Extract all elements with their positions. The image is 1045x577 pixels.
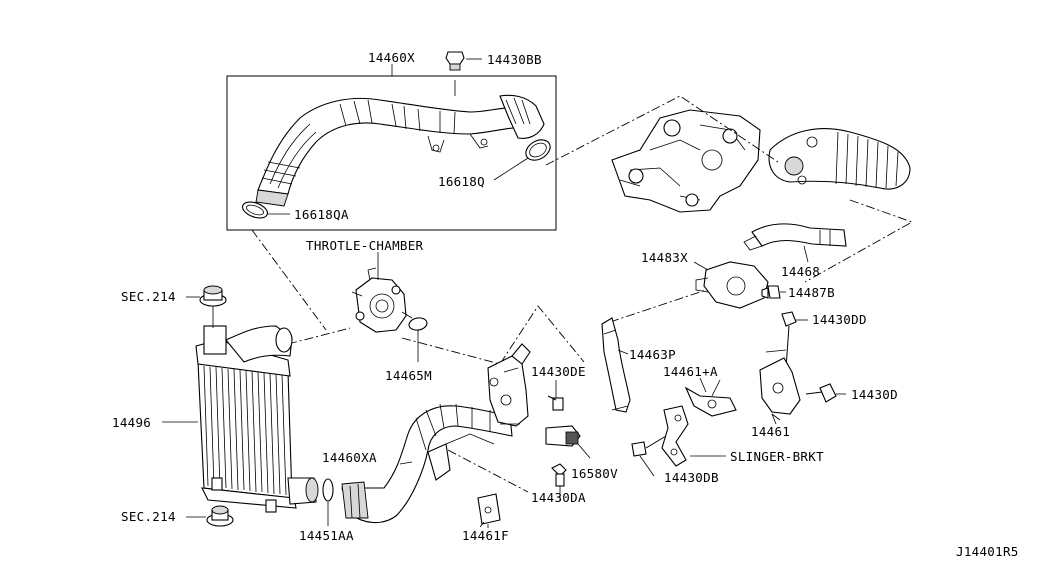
slinger-bracket: [661, 405, 726, 467]
inset-box: [226, 75, 557, 231]
label-throttle-chamber: THROTLE-CHAMBER: [306, 238, 424, 253]
o-ring-14451AA: [322, 478, 334, 502]
intercooler-14496: [195, 325, 319, 513]
label-14496: 14496: [112, 415, 151, 430]
turbocharger-assembly: [611, 109, 911, 213]
bolt-14430DB: [631, 435, 667, 477]
grommet-top: [199, 285, 227, 328]
bracket-14461A: [684, 377, 737, 417]
label-14430D: 14430D: [851, 387, 898, 402]
bolt-14487B: [761, 285, 786, 299]
hose-14460XA: [341, 403, 513, 524]
label-14487B: 14487B: [788, 285, 835, 300]
diagram-id: J14401R5: [956, 544, 1019, 559]
label-sec214-top: SEC.214: [121, 289, 176, 304]
hose-14460X: [255, 80, 545, 207]
label-14483X: 14483X: [641, 250, 688, 265]
bolt-14430DD: [781, 311, 808, 369]
bracket-14461: [759, 349, 801, 425]
bolt-14430DA: [551, 463, 567, 492]
label-slinger-brkt: SLINGER-BRKT: [730, 449, 824, 464]
bracket-14461F: [477, 493, 501, 528]
gasket-14465M: [408, 317, 428, 331]
label-14463P: 14463P: [629, 347, 676, 362]
label-16580V: 16580V: [571, 466, 618, 481]
pipe-connector: [487, 343, 531, 427]
label-14460XA: 14460XA: [322, 450, 377, 465]
sensor-16580V: [545, 425, 591, 459]
label-14468: 14468: [781, 264, 820, 279]
label-16618Q: 16618Q: [438, 174, 485, 189]
outlet-14483X: [693, 261, 769, 309]
throttle-chamber: [351, 267, 413, 333]
grommet-bottom: [206, 505, 234, 527]
bolt-14430DE: [547, 380, 564, 411]
o-ring-16618Q: [525, 139, 551, 161]
bolt-14430BB: [445, 51, 482, 71]
hose-14463P: [601, 317, 631, 413]
label-14460X: 14460X: [368, 50, 415, 65]
hose-14468: [743, 223, 847, 263]
label-16618QA: 16618QA: [294, 207, 349, 222]
label-14461A: 14461+A: [663, 364, 718, 379]
o-ring-16618QA: [242, 201, 268, 219]
label-sec214-bottom: SEC.214: [121, 509, 176, 524]
label-14461F: 14461F: [462, 528, 509, 543]
label-14430DD: 14430DD: [812, 312, 867, 327]
label-14430DB: 14430DB: [664, 470, 719, 485]
label-14465M: 14465M: [385, 368, 432, 383]
label-14430DA: 14430DA: [531, 490, 586, 505]
label-14430DE: 14430DE: [531, 364, 586, 379]
label-14451AA: 14451AA: [299, 528, 354, 543]
bolt-14430D: [805, 383, 846, 403]
label-14430BB: 14430BB: [487, 52, 542, 67]
label-14461: 14461: [751, 424, 790, 439]
